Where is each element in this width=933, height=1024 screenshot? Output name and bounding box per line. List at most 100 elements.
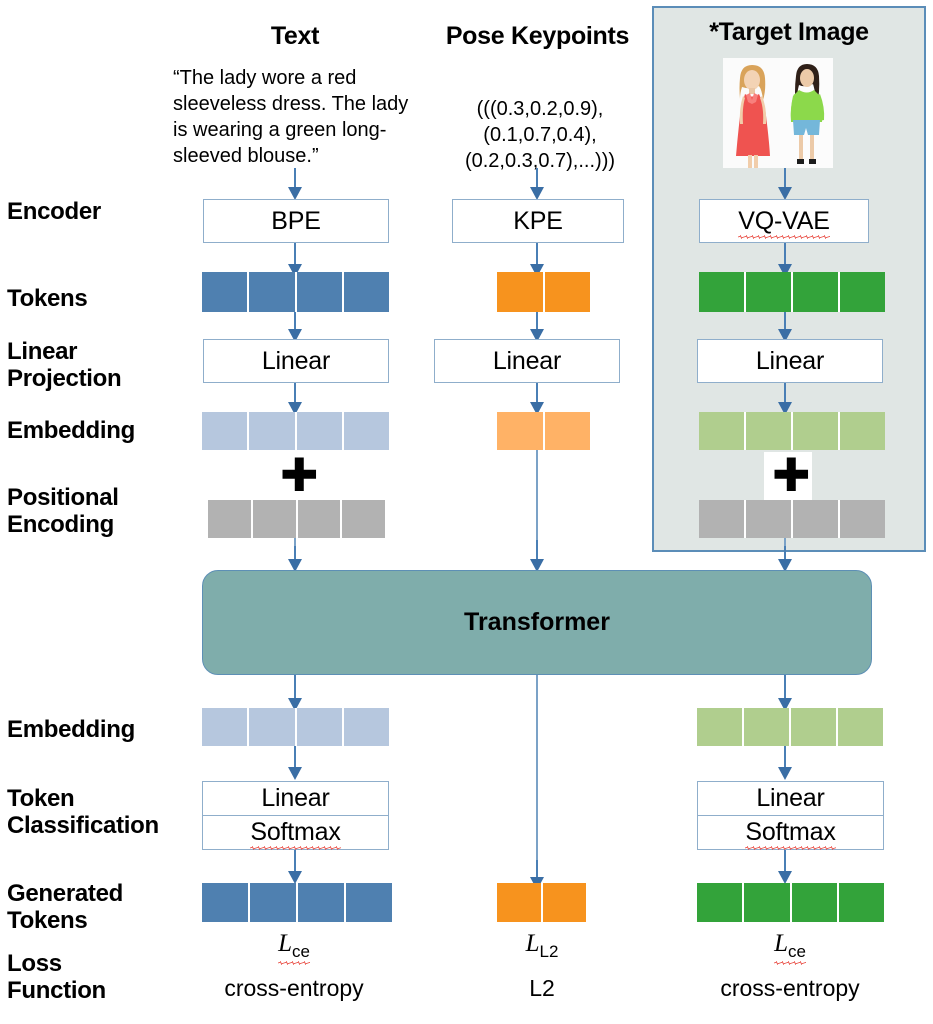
token-cell	[249, 272, 297, 312]
row-label-encoder: Encoder	[7, 198, 101, 225]
row-label-embedding: Embedding	[7, 417, 135, 444]
classifier-label-linear-text: Linear	[261, 784, 330, 812]
column-heading-target-image: *Target Image	[709, 18, 869, 46]
token-cell	[202, 272, 250, 312]
linear-box-pose[interactable]: Linear	[434, 339, 620, 383]
token-cell	[840, 272, 885, 312]
token-cell	[346, 883, 392, 922]
text-sample: “The lady wore a red sleeveless dress. T…	[173, 67, 409, 167]
classifier-label-softmax-image: Softmax	[745, 818, 836, 850]
loss-name-image: cross-entropy	[720, 975, 860, 1001]
classifier-box-softmax-image[interactable]: Softmax	[697, 815, 884, 850]
token-cell	[697, 708, 744, 746]
target-image-thumbnails	[723, 58, 833, 168]
generated-token-strip-image	[697, 883, 884, 922]
row-label-embedding-output: Embedding	[7, 716, 135, 743]
generated-token-strip-pose	[497, 883, 586, 922]
token-cell	[298, 500, 343, 538]
token-cell	[298, 883, 346, 922]
plus-icon-image: ✚	[772, 448, 811, 502]
token-cell	[744, 883, 792, 922]
loss-symbol-base-image: L	[774, 930, 788, 957]
loss-symbol-sub-text: ce	[291, 941, 310, 961]
token-cell	[342, 500, 385, 538]
classifier-box-linear-text[interactable]: Linear	[202, 781, 389, 816]
row-label-positional-encoding: Positional Encoding	[7, 484, 119, 538]
positional-strip-text	[208, 500, 385, 538]
token-cell	[744, 708, 791, 746]
token-strip-pose	[497, 272, 590, 312]
token-cell	[250, 883, 298, 922]
linear-label-text: Linear	[261, 346, 331, 375]
classifier-box-softmax-text[interactable]: Softmax	[202, 815, 389, 850]
encoder-box-kpe[interactable]: KPE	[452, 199, 624, 243]
classifier-box-linear-image[interactable]: Linear	[697, 781, 884, 816]
plus-background-text	[272, 452, 320, 500]
token-cell	[297, 412, 344, 450]
line-transformer-pose-passthrough	[536, 675, 538, 884]
target-photo-red-dress	[723, 58, 780, 168]
line-pose-to-transformer-upper	[536, 450, 538, 550]
loss-symbol-base-text: L	[278, 930, 292, 957]
token-cell	[793, 412, 840, 450]
token-cell	[699, 412, 746, 450]
token-cell	[344, 412, 389, 450]
token-cell	[202, 883, 250, 922]
token-cell	[793, 272, 840, 312]
embedding-strip-image	[699, 412, 885, 450]
token-cell	[839, 883, 884, 922]
token-cell	[838, 708, 883, 746]
token-cell	[746, 500, 793, 538]
transformer-block[interactable]: Transformer	[202, 570, 872, 675]
token-cell	[497, 883, 543, 922]
token-cell	[497, 412, 545, 450]
classifier-label-softmax-text: Softmax	[250, 818, 341, 850]
embedding-strip-text	[202, 412, 389, 450]
embedding-strip-pose	[497, 412, 590, 450]
pose-sample: (((0.3,0.2,0.9), (0.1,0.7,0.4), (0.2,0.3…	[464, 98, 616, 172]
token-cell	[699, 500, 746, 538]
row-label-loss-function: Loss Function	[7, 950, 106, 1004]
token-cell	[545, 272, 591, 312]
linear-label-pose: Linear	[492, 346, 562, 375]
token-cell	[497, 272, 545, 312]
loss-symbol-sub-image: ce	[787, 941, 806, 961]
linear-label-image: Linear	[755, 346, 825, 375]
output-embedding-strip-image	[697, 708, 883, 746]
loss-name-text: cross-entropy	[224, 975, 364, 1001]
row-label-token-classification: Token Classification	[7, 785, 159, 839]
token-cell	[545, 412, 591, 450]
token-cell	[746, 412, 793, 450]
linear-box-image[interactable]: Linear	[697, 339, 883, 383]
loss-symbol-text: Lce	[244, 930, 344, 965]
linear-box-text[interactable]: Linear	[203, 339, 389, 383]
encoder-box-vqvae[interactable]: VQ-VAE	[699, 199, 869, 243]
encoder-box-bpe[interactable]: BPE	[203, 199, 389, 243]
token-cell	[344, 272, 389, 312]
row-label-tokens: Tokens	[7, 285, 88, 312]
column-heading-pose: Pose Keypoints	[445, 22, 630, 50]
column-heading-text: Text	[270, 22, 320, 50]
row-label-linear-projection: Linear Projection	[7, 338, 122, 392]
encoder-label-bpe: BPE	[271, 206, 321, 235]
plus-icon-text: ✚	[280, 448, 319, 502]
token-cell	[840, 500, 885, 538]
token-cell	[202, 708, 250, 746]
line-text-to-transformer	[294, 538, 296, 552]
loss-symbol-image: Lce	[740, 930, 840, 965]
encoder-label-kpe: KPE	[513, 206, 563, 235]
token-cell	[202, 412, 250, 450]
token-cell	[543, 883, 587, 922]
transformer-label: Transformer	[464, 608, 610, 636]
positional-strip-image	[699, 500, 885, 538]
token-cell	[297, 272, 344, 312]
token-cell	[208, 500, 253, 538]
line-image-to-transformer	[784, 538, 786, 552]
encoder-label-vqvae: VQ-VAE	[738, 206, 831, 239]
token-cell	[793, 500, 840, 538]
token-cell	[792, 883, 839, 922]
loss-name-pose: L2	[529, 975, 555, 1001]
loss-symbol-sub-pose: L2	[539, 941, 559, 961]
generated-token-strip-text	[202, 883, 392, 922]
